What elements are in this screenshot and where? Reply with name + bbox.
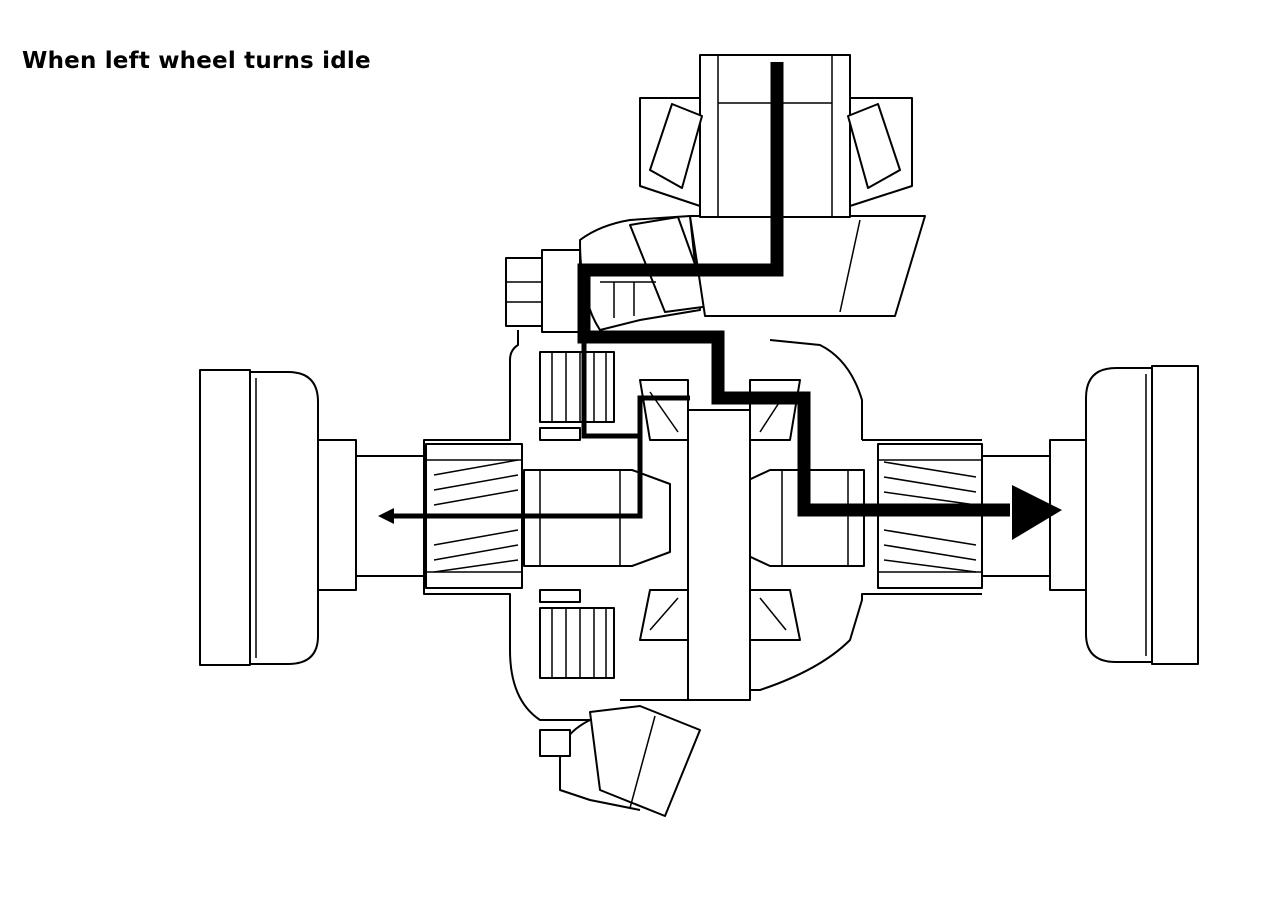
power-flow-minor [378,337,690,524]
case-bolt [505,249,581,333]
clutch-pack-lower [539,589,615,679]
power-flow-arrow-left [378,508,394,524]
pinion-mate-shaft [639,379,801,701]
clutch-pack-upper [539,351,615,441]
differential-case [423,330,982,811]
wheel-hub-left [199,369,357,666]
pinion-bearing-upper [639,97,913,207]
wheel-hub-right [1049,365,1199,665]
pinion-bearing-lower [589,705,701,817]
power-flow-main [577,62,1062,540]
power-flow-arrow-right [1012,485,1062,540]
diagram-title: When left wheel turns idle [22,48,371,74]
